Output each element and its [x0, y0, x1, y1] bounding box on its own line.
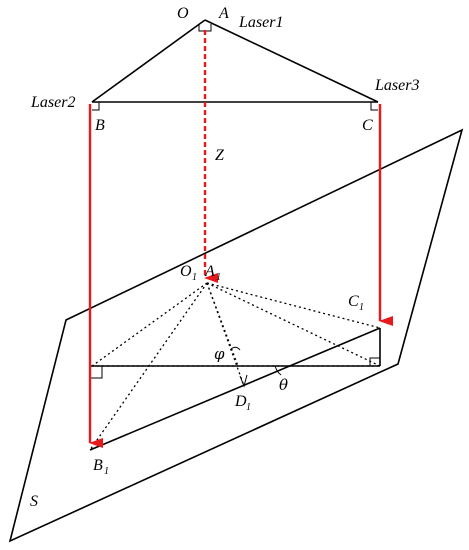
edge-a-b [91, 19, 206, 103]
label-o1-sub: 1 [192, 272, 197, 283]
edge-b1-c1 [89, 327, 381, 451]
ray-a1-b-lower [91, 282, 208, 367]
arc-theta [274, 365, 282, 376]
label-d1-sub: 1 [246, 402, 251, 413]
label-laser3: Laser3 [374, 77, 419, 94]
right-angle-lower-right [369, 357, 380, 366]
ray-a1-d1 [206, 282, 245, 387]
label-c1: C [348, 293, 359, 310]
right-angle-b [92, 102, 100, 111]
label-b1: B [93, 457, 103, 474]
label-d1: D [234, 393, 247, 410]
label-s: S [30, 493, 38, 510]
label-c1-sub: 1 [359, 302, 364, 313]
arc-phi [230, 346, 241, 351]
ray-a1-c-lower [206, 282, 381, 367]
label-a: A [218, 5, 229, 22]
label-phi: φ [214, 345, 225, 363]
label-o: O [177, 5, 189, 22]
plane-s [8, 128, 464, 543]
label-a1: A [204, 263, 215, 280]
right-angle-a [198, 24, 212, 32]
right-angle-c [370, 102, 378, 111]
right-angle-lower-left [90, 366, 103, 379]
label-b: B [95, 117, 105, 134]
edge-a-c [204, 19, 379, 103]
label-laser2: Laser2 [30, 94, 75, 111]
label-a1-sub: 1 [216, 272, 221, 283]
label-b1-sub: 1 [104, 466, 109, 477]
arrow-d1 [239, 374, 248, 388]
label-o1: O [180, 263, 192, 280]
label-theta: θ [279, 376, 288, 394]
label-c: C [362, 117, 373, 134]
label-laser1: Laser1 [238, 14, 283, 31]
label-z: Z [215, 147, 225, 164]
